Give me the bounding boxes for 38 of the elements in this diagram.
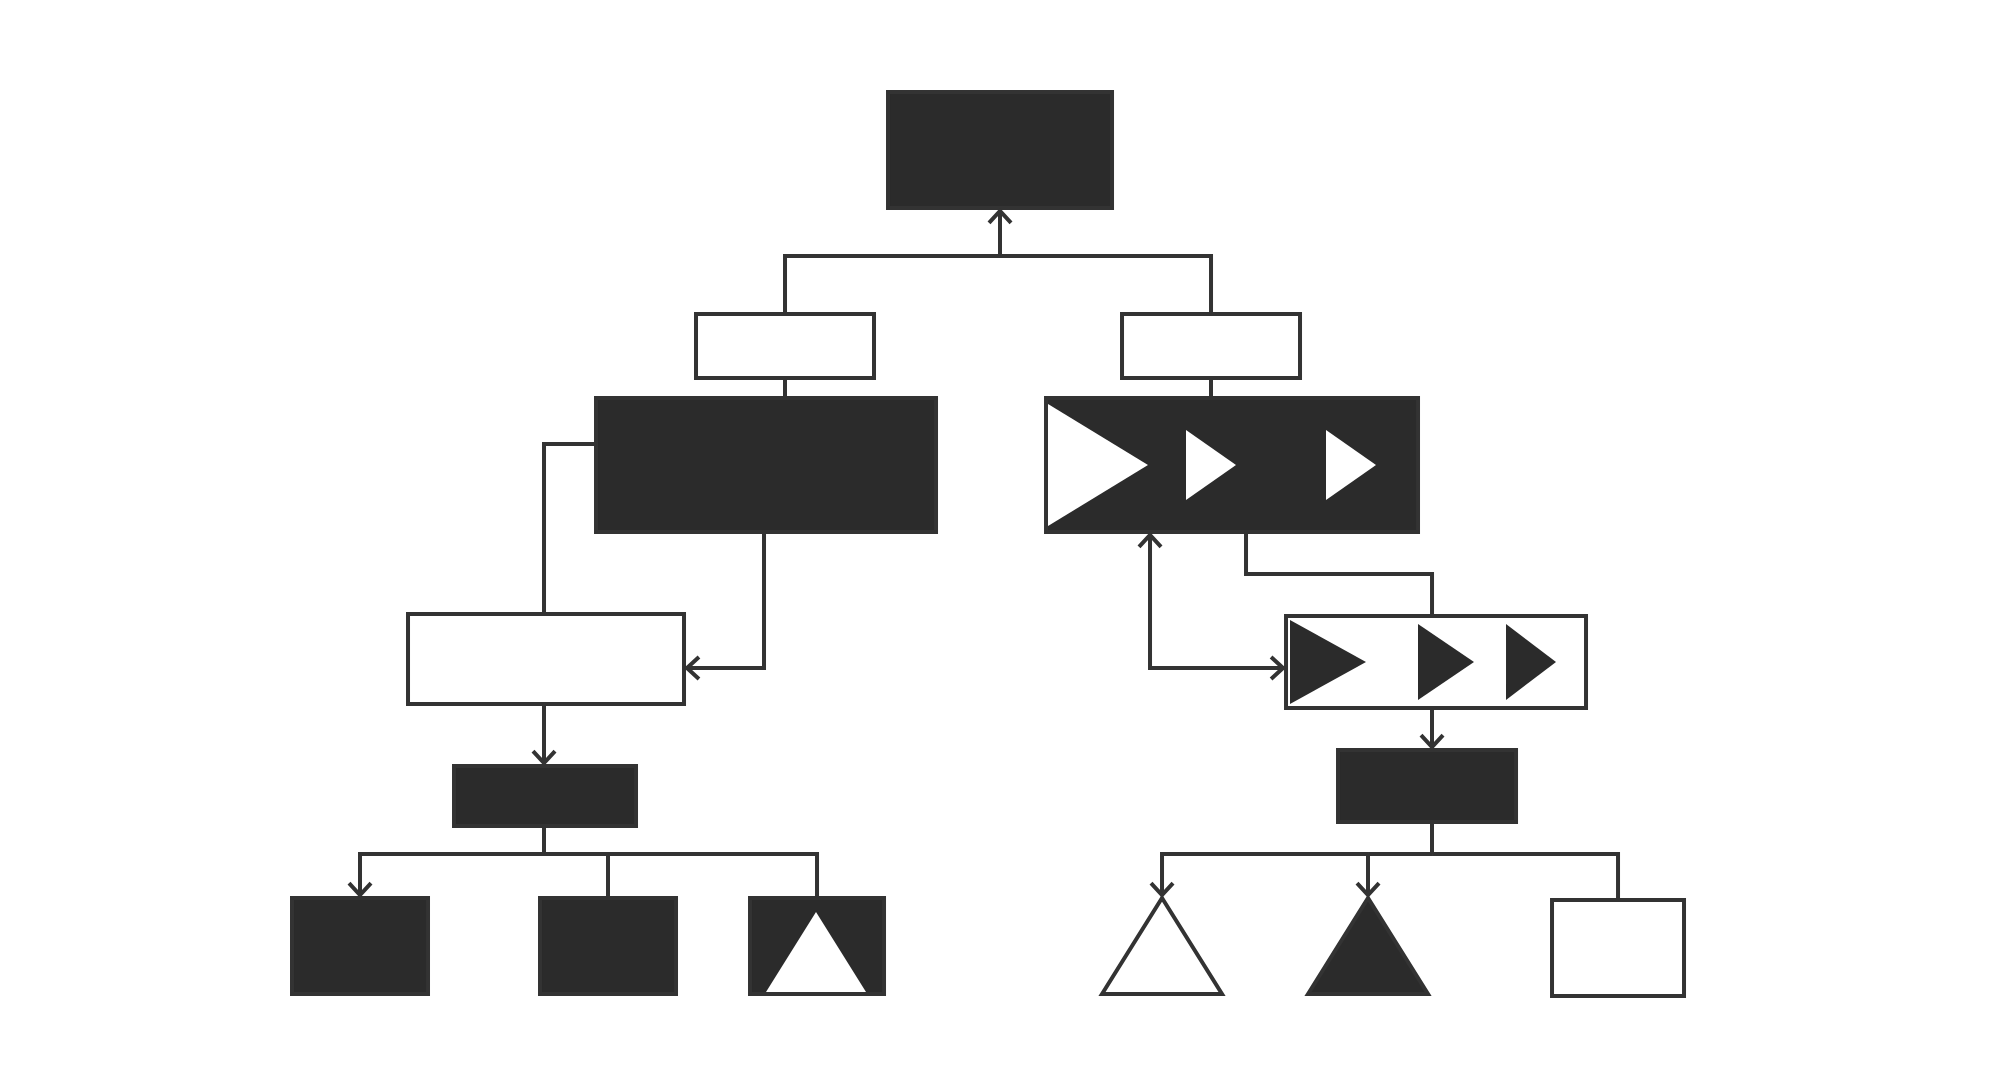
triangle [1186, 430, 1236, 500]
connector-line [608, 852, 819, 898]
connector-line [1244, 532, 1435, 616]
process-box [694, 312, 876, 380]
connector-line [1432, 852, 1621, 900]
connector-line [606, 854, 610, 898]
connector-line [542, 826, 546, 854]
arrow [1149, 852, 1368, 899]
connector-line [1430, 822, 1435, 854]
triangle [1290, 620, 1366, 704]
process-box [452, 764, 638, 828]
process-box [1550, 898, 1686, 998]
arrow [1355, 854, 1381, 899]
connector-line [1000, 254, 1213, 314]
triangle [1048, 404, 1148, 526]
process-box [290, 896, 430, 996]
arrow [987, 208, 1013, 256]
arrow [684, 532, 766, 681]
process-box [406, 612, 686, 706]
triangle [766, 912, 866, 992]
connector-line [783, 378, 787, 398]
process-box [594, 396, 938, 534]
process-box [886, 90, 1114, 210]
triangle [1326, 430, 1376, 500]
connector-line [1209, 378, 1213, 398]
connector-line [1368, 852, 1433, 856]
arrow [1137, 532, 1286, 681]
connector-line [544, 852, 608, 856]
arrow [531, 704, 557, 766]
process-box [538, 896, 678, 996]
triangle [1506, 624, 1556, 700]
arrow [1419, 708, 1445, 750]
arrow [347, 852, 544, 899]
triangle [1418, 624, 1475, 700]
process-box [1120, 312, 1302, 380]
connector-line [542, 442, 596, 614]
connector-line [783, 254, 1000, 314]
process-box [1336, 748, 1519, 824]
